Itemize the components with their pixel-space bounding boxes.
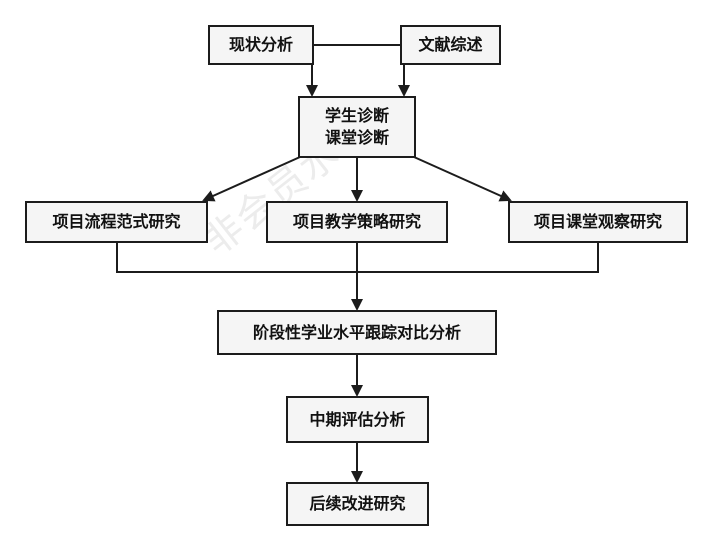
node-midterm-evaluation-label: 中期评估分析 bbox=[309, 409, 406, 429]
arrow-diagnosis-to-process bbox=[202, 156, 301, 202]
node-classroom-observation-label: 项目课堂观察研究 bbox=[533, 212, 662, 232]
node-midterm-evaluation: 中期评估分析 bbox=[286, 396, 429, 443]
arrow-diagnosis-to-observation bbox=[413, 156, 512, 202]
node-status-analysis: 现状分析 bbox=[208, 25, 314, 65]
node-stage-tracking: 阶段性学业水平跟踪对比分析 bbox=[217, 310, 497, 355]
node-diagnosis-line2: 课堂诊断 bbox=[324, 128, 389, 147]
node-followup-research: 后续改进研究 bbox=[286, 482, 429, 526]
node-followup-research-label: 后续改进研究 bbox=[309, 494, 406, 514]
node-classroom-observation: 项目课堂观察研究 bbox=[508, 201, 688, 243]
node-process-paradigm-label: 项目流程范式研究 bbox=[52, 212, 181, 232]
node-diagnosis-line1: 学生诊断 bbox=[324, 106, 389, 126]
node-status-analysis-label: 现状分析 bbox=[228, 35, 293, 55]
node-process-paradigm: 项目流程范式研究 bbox=[25, 201, 208, 243]
node-stage-tracking-label: 阶段性学业水平跟踪对比分析 bbox=[252, 322, 461, 342]
node-diagnosis: 学生诊断 课堂诊断 bbox=[298, 96, 416, 158]
node-teaching-strategy: 项目教学策略研究 bbox=[266, 201, 448, 243]
node-literature-review: 文献综述 bbox=[400, 25, 501, 65]
node-literature-review-label: 文献综述 bbox=[418, 35, 483, 55]
node-teaching-strategy-label: 项目教学策略研究 bbox=[292, 212, 421, 232]
